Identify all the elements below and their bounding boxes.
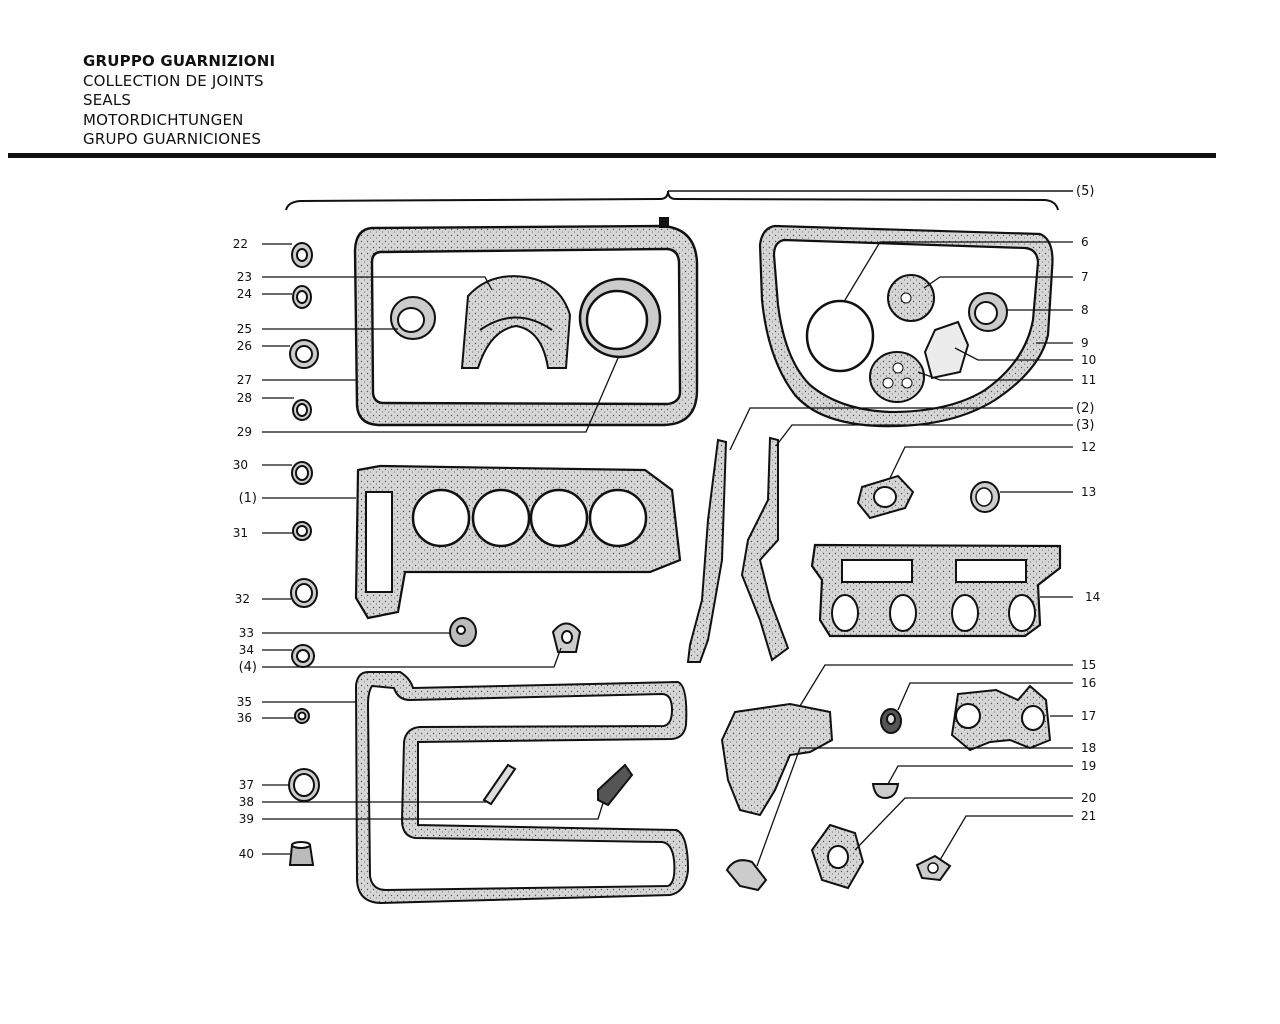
callout-13: 13 xyxy=(1081,485,1096,499)
round-seal xyxy=(970,481,1000,513)
callout-12: 12 xyxy=(1081,440,1096,454)
callout-31: 31 xyxy=(233,526,248,540)
callout-9: 9 xyxy=(1081,336,1089,350)
strip-gasket-3 xyxy=(740,436,790,662)
left-leader-lines xyxy=(262,243,619,855)
callout-26: 26 xyxy=(237,339,252,353)
callout-34: 34 xyxy=(239,643,254,657)
strip-gasket-2 xyxy=(686,438,728,663)
crank-seal xyxy=(578,277,662,359)
callout-32: 32 xyxy=(235,592,250,606)
callout-7: 7 xyxy=(1081,270,1089,284)
intake-manifold-gasket xyxy=(810,543,1062,638)
title-german: MOTORDICHTUNGEN xyxy=(83,110,244,129)
small-diamond-gasket xyxy=(915,854,952,882)
cover-seal xyxy=(968,292,1008,332)
title-italian: GRUPPO GUARNIZIONI xyxy=(83,52,276,70)
cylinder-head-gasket xyxy=(354,464,682,620)
callout-19: 19 xyxy=(1081,759,1096,773)
callout-22: 22 xyxy=(233,237,248,251)
right-leader-lines xyxy=(729,241,1073,867)
callout-28: 28 xyxy=(237,391,252,405)
callout-11: 11 xyxy=(1081,373,1096,387)
callout-20: 20 xyxy=(1081,791,1096,805)
left-callouts: 22 23 24 25 26 27 28 29 30 (1) 31 32 33 … xyxy=(233,237,257,861)
callout-40: 40 xyxy=(239,847,254,861)
callout-14: 14 xyxy=(1085,590,1100,604)
callout-18: 18 xyxy=(1081,741,1096,755)
timing-cover-gasket xyxy=(758,224,1054,428)
rear-main-bridge xyxy=(460,275,572,369)
set-bracket xyxy=(285,190,1073,211)
callout-23: 23 xyxy=(237,270,252,284)
callout-29: 29 xyxy=(237,425,252,439)
pump-plate-gasket xyxy=(869,351,925,403)
callout-24: 24 xyxy=(237,287,252,301)
left-seal-column xyxy=(288,242,320,802)
round-gasket xyxy=(887,274,935,322)
callout-39: 39 xyxy=(239,812,254,826)
half-moon-plug xyxy=(871,783,900,800)
title-block: GRUPPO GUARNIZIONI COLLECTION DE JOINTS … xyxy=(83,52,275,150)
right-callouts: (5) 6 7 8 9 10 11 (2) (3) 12 13 14 15 16… xyxy=(1076,184,1100,823)
title-french: COLLECTION DE JOINTS xyxy=(83,71,264,90)
callout-35: 35 xyxy=(237,695,252,709)
callout-37: 37 xyxy=(239,778,254,792)
small-parts xyxy=(288,617,634,866)
plate-gasket xyxy=(923,320,970,380)
water-pump-gasket xyxy=(720,702,834,817)
callout-36: 36 xyxy=(237,711,252,725)
title-spanish: GRUPO GUARNICIONES xyxy=(83,130,262,148)
callout-21: 21 xyxy=(1081,809,1096,823)
grommet xyxy=(880,708,902,734)
callout-1: (1) xyxy=(239,491,257,506)
flange-gasket xyxy=(856,474,915,520)
callout-17: 17 xyxy=(1081,709,1096,723)
oil-pan-gasket xyxy=(353,217,699,427)
rocker-cover-gasket xyxy=(354,671,690,905)
callout-38: 38 xyxy=(239,795,254,809)
callout-4: (4) xyxy=(239,660,257,675)
callout-25: 25 xyxy=(237,322,252,336)
callout-2: (2) xyxy=(1076,401,1094,416)
thermostat-housing-gasket xyxy=(950,684,1052,752)
o-ring xyxy=(805,299,875,373)
callout-3: (3) xyxy=(1076,418,1094,433)
small-oil-seal xyxy=(390,296,436,340)
callout-33: 33 xyxy=(239,626,254,640)
callout-16: 16 xyxy=(1081,676,1096,690)
callout-10: 10 xyxy=(1081,353,1096,367)
callout-5: (5) xyxy=(1076,184,1094,199)
callout-8: 8 xyxy=(1081,303,1089,317)
diamond-gasket xyxy=(810,823,865,890)
small-flange-gasket xyxy=(725,859,768,892)
header-divider xyxy=(8,153,1216,158)
callout-6: 6 xyxy=(1081,235,1089,249)
title-english: SEALS xyxy=(83,91,132,109)
callout-27: 27 xyxy=(237,373,252,387)
callout-30: 30 xyxy=(233,458,248,472)
callout-15: 15 xyxy=(1081,658,1096,672)
